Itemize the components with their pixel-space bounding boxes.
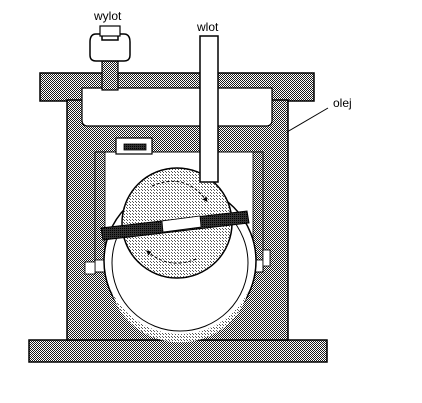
rotation-arrow-bottom	[146, 250, 197, 264]
oil-leader-line	[286, 107, 329, 133]
vane-spring	[161, 215, 202, 233]
valve-plate	[123, 143, 147, 151]
outlet-nozzle	[99, 25, 121, 37]
left-slot	[84, 261, 96, 275]
inlet-label: wlot	[196, 20, 219, 34]
inner-wall-left	[94, 151, 106, 261]
inner-wall-right	[252, 151, 264, 261]
stator-shadow	[112, 292, 248, 343]
oil-label: olej	[333, 96, 352, 110]
outlet-label: wylot	[93, 9, 122, 23]
outlet-connector	[89, 33, 131, 62]
outlet-pipe	[101, 57, 119, 91]
oil-chamber	[81, 87, 273, 127]
inlet-pipe	[199, 35, 219, 183]
base-plate	[28, 339, 328, 363]
right-slot	[262, 249, 271, 267]
rotation-arrow-top	[151, 180, 208, 202]
